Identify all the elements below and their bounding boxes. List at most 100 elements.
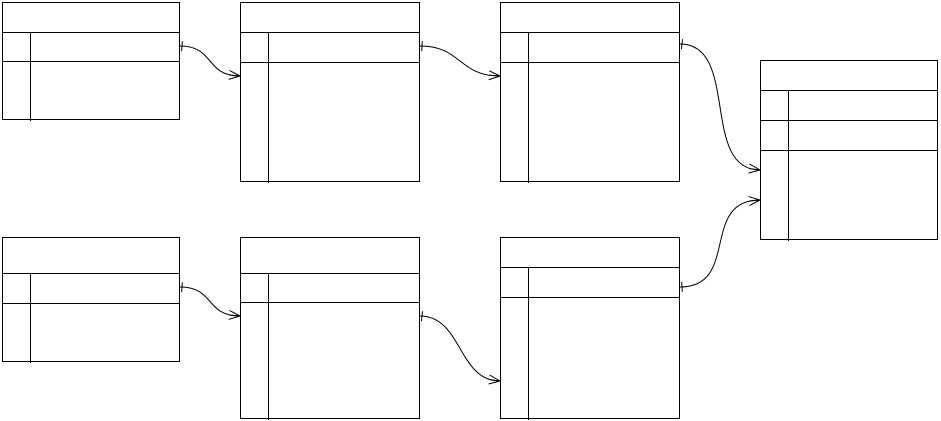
relationship-rel-address-sales[interactable] <box>679 39 761 174</box>
cardinality-many-foot-0 <box>229 314 241 317</box>
key-badge-pk <box>501 33 529 62</box>
cardinality-many-foot-1 <box>749 199 761 206</box>
key-badge-empty <box>3 62 31 121</box>
entity-dim_address[interactable] <box>500 2 680 183</box>
entity-fct_sales[interactable] <box>760 60 938 241</box>
cardinality-one-tick <box>420 311 424 322</box>
relationship-line <box>679 199 761 288</box>
attribute-name <box>31 92 179 121</box>
key-badge-pk <box>241 274 269 303</box>
attribute-list <box>501 33 679 183</box>
attribute-list <box>501 268 679 420</box>
attribute-group <box>501 63 679 183</box>
attribute-row[interactable] <box>761 91 937 121</box>
attribute-name <box>789 151 937 181</box>
attribute-group <box>241 303 419 420</box>
relationship-line <box>419 45 501 77</box>
attribute-name <box>529 329 679 359</box>
cardinality-one-tick <box>680 39 684 50</box>
relationship-line <box>179 45 241 77</box>
attribute-row[interactable] <box>501 268 679 299</box>
attribute-name <box>269 123 419 153</box>
entity-title-dim_stateprovince <box>241 3 419 33</box>
cardinality-many-foot-2 <box>748 196 761 201</box>
attribute-row[interactable] <box>501 33 679 63</box>
entity-title-dim_countryregion <box>3 3 179 33</box>
attribute-name <box>529 390 679 420</box>
attribute-name <box>269 153 419 183</box>
relationship-rel-countryregion-stateprovince[interactable] <box>179 41 241 80</box>
attribute-group <box>501 298 679 420</box>
entity-dim_productcategory[interactable] <box>2 237 180 363</box>
attribute-names <box>269 63 419 183</box>
attribute-name <box>31 62 179 91</box>
key-badge-fk <box>501 298 529 420</box>
attribute-names <box>269 303 419 420</box>
attribute-names <box>789 151 937 241</box>
key-badge-fk <box>241 303 269 420</box>
entity-dim_countryregion[interactable] <box>2 2 180 121</box>
attribute-row[interactable] <box>3 33 179 63</box>
attribute-name <box>269 362 419 391</box>
cardinality-many-foot-0 <box>488 74 501 77</box>
key-badge-pk <box>3 274 31 303</box>
attribute-row[interactable] <box>3 274 179 304</box>
relationship-rel-subcategory-product[interactable] <box>419 311 501 385</box>
attribute-name <box>31 304 179 334</box>
cardinality-many-foot-0 <box>749 199 761 202</box>
relationship-rel-product-sales[interactable] <box>679 196 761 292</box>
cardinality-many-foot-1 <box>488 380 501 385</box>
attribute-list <box>241 33 419 183</box>
relationship-rel-stateprovince-address[interactable] <box>419 41 501 81</box>
attribute-name <box>529 153 679 183</box>
entity-dim_product[interactable] <box>500 237 680 420</box>
attribute-name <box>789 211 937 241</box>
attribute-list <box>761 91 937 241</box>
entity-title-dim_productsubcategory <box>241 238 419 274</box>
attribute-name <box>269 93 419 123</box>
key-badge-pk <box>761 121 789 150</box>
relationship-line <box>179 286 241 317</box>
attribute-list <box>3 33 179 121</box>
key-badge-pk <box>3 33 31 62</box>
cardinality-many-foot-1 <box>228 315 241 320</box>
cardinality-many-foot-0 <box>749 168 761 171</box>
cardinality-many-foot-2 <box>489 374 501 382</box>
cardinality-many-foot-2 <box>749 163 761 171</box>
attribute-row[interactable] <box>761 121 937 151</box>
relationship-line <box>419 315 501 382</box>
attribute-row[interactable] <box>241 274 419 304</box>
entity-dim_stateprovince[interactable] <box>240 2 420 183</box>
cardinality-many-foot-1 <box>228 75 241 80</box>
relationship-rel-productcategory-subcategory[interactable] <box>179 282 241 320</box>
attribute-names <box>31 304 179 363</box>
key-badge-pk <box>761 91 789 120</box>
key-badge-pk <box>501 268 529 298</box>
entity-title-dim_productcategory <box>3 238 179 274</box>
entity-title-dim_product <box>501 238 679 268</box>
key-badge-fk <box>501 63 529 183</box>
attribute-name <box>269 391 419 420</box>
cardinality-many-foot-0 <box>229 74 241 77</box>
cardinality-many-foot-1 <box>488 75 501 81</box>
key-badge-fk <box>241 63 269 183</box>
attribute-group <box>3 62 179 121</box>
cardinality-many-foot-2 <box>489 70 501 77</box>
relationship-line <box>679 43 761 171</box>
attribute-name <box>529 63 679 93</box>
attribute-name <box>529 93 679 123</box>
attribute-names <box>31 62 179 121</box>
key-badge-empty <box>761 151 789 241</box>
cardinality-many-foot-2 <box>229 310 241 317</box>
entity-dim_productsubcategory[interactable] <box>240 237 420 420</box>
attribute-name <box>269 332 419 361</box>
attribute-group <box>761 151 937 241</box>
attribute-name <box>529 359 679 389</box>
cardinality-one-tick <box>421 41 423 52</box>
attribute-row[interactable] <box>241 33 419 63</box>
attribute-name <box>789 181 937 211</box>
cardinality-many-foot-0 <box>489 379 501 382</box>
attribute-names <box>529 63 679 183</box>
attribute-group <box>3 303 179 363</box>
